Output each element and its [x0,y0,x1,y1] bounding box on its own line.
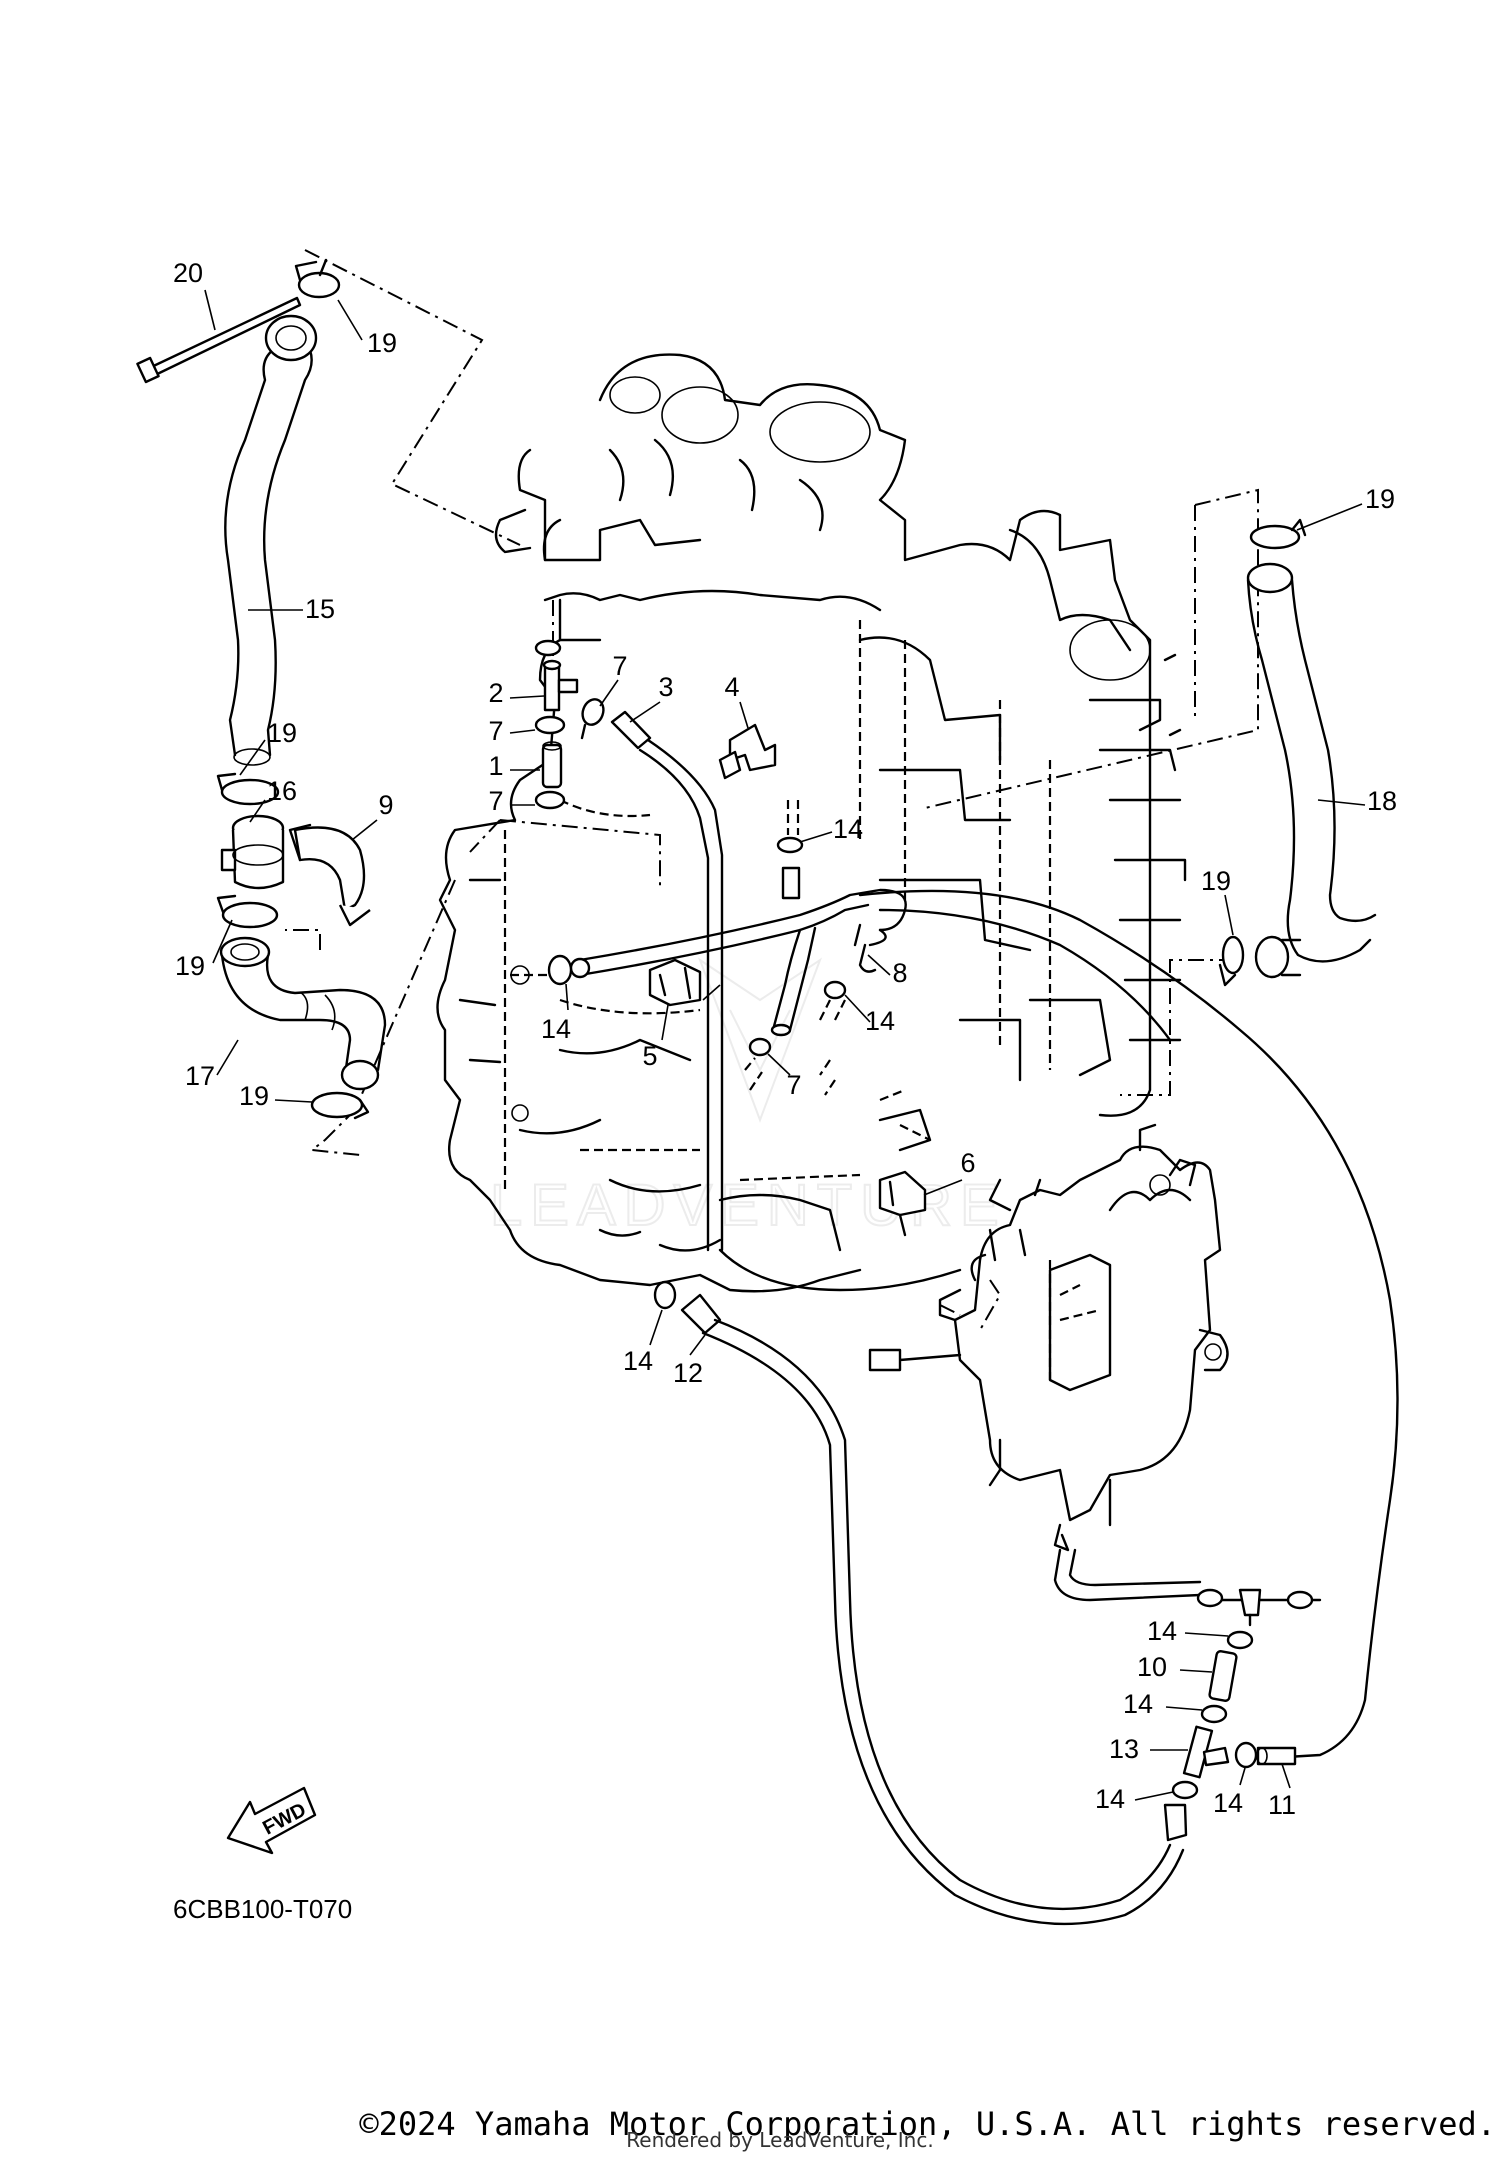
callout-14: 14 [1213,1788,1243,1818]
callout-14: 14 [623,1346,653,1376]
callout-19: 19 [239,1081,269,1111]
diagram-code: 6CBB100-T070 [173,1894,352,1924]
callout-14: 14 [541,1014,571,1044]
vapor-separator [868,1123,1229,1552]
callout-3: 3 [658,672,673,702]
callout-7: 7 [488,786,503,816]
callout-7: 7 [612,651,627,681]
holder-6 [878,1170,927,1237]
joint-16 [220,814,285,890]
engine-block [436,353,1187,1293]
callout-7: 7 [786,1070,801,1100]
callout-14: 14 [833,814,863,844]
long-line [718,889,1399,1760]
svg-text:LEADVENTURE: LEADVENTURE [490,1173,1007,1238]
clamp-14-a [776,800,804,900]
callout-19: 19 [367,328,397,358]
callout-12: 12 [673,1358,703,1388]
callout-6: 6 [960,1148,975,1178]
callout-19: 19 [175,951,205,981]
callout-14: 14 [865,1006,895,1036]
clamp-19-bottom [310,1091,370,1120]
clamp-7-upper [534,639,562,657]
clamp-19-mid [216,772,280,806]
callout-19: 19 [1365,484,1395,514]
joint-2 [542,659,579,712]
callout-15: 15 [305,594,335,624]
hose-1 [541,741,563,789]
clamp-7-2 [534,715,566,735]
clamp-19-right-lower [1218,935,1245,987]
callout-17: 17 [185,1061,215,1091]
clamp-7-lower [744,1037,836,1096]
leader-lines [204,289,1366,1801]
callout-20: 20 [173,258,203,288]
clamp-19-top [294,258,341,299]
holder-5 [648,958,702,1007]
callout-1: 1 [488,751,503,781]
hose-17 [219,936,387,1091]
tie-wrap-20 [136,296,302,384]
callout-14: 14 [1123,1689,1153,1719]
hose-11 [1256,1746,1297,1766]
callout-9: 9 [378,790,393,820]
fwd-arrow-icon: FWD [226,1786,317,1855]
callout-14: 14 [1095,1784,1125,1814]
holder-4 [718,723,777,780]
holder-9 [288,823,371,927]
clamp-14-d [1200,1704,1228,1724]
callout-19: 19 [267,718,297,748]
callout-11: 11 [1268,1790,1296,1820]
callout-7: 7 [488,716,503,746]
clamp-14-left [510,954,573,986]
joint-13 [1182,1725,1230,1779]
clamp-14-b [819,980,847,1021]
clamp-7-3 [534,790,566,810]
reference-lines [285,249,1259,1331]
callout-19: 19 [1201,866,1231,896]
rendered-by-note: Rendered by LeadVenture, Inc. [626,2128,934,2152]
hose-12 [680,1293,1188,1926]
hose-18 [1246,562,1377,979]
fuel-line-lower [1053,1548,1322,1627]
callout-16: 16 [267,776,297,806]
clamp-14-f [1171,1780,1199,1800]
hose-3 [610,710,724,1252]
callout-14: 14 [1147,1616,1177,1646]
hose-15 [224,314,318,766]
callout-10: 10 [1137,1652,1167,1682]
callout-8: 8 [892,958,907,988]
clamp-19-right-top [1249,518,1307,550]
callout-5: 5 [642,1041,657,1071]
clamp-14-e [1234,1741,1258,1769]
clamp-7-top-right [580,698,605,740]
callout-18: 18 [1367,786,1397,816]
hose-10 [1208,1650,1238,1702]
clamp-14-c [1226,1630,1254,1650]
clamp-14-g [653,1280,677,1310]
callout-2: 2 [488,678,503,708]
clamp-19-lower [216,894,279,929]
callout-4: 4 [724,672,739,702]
copyright-notice: ©2024 Yamaha Motor Corporation, U.S.A. A… [359,2105,1496,2143]
callout-13: 13 [1109,1734,1139,1764]
